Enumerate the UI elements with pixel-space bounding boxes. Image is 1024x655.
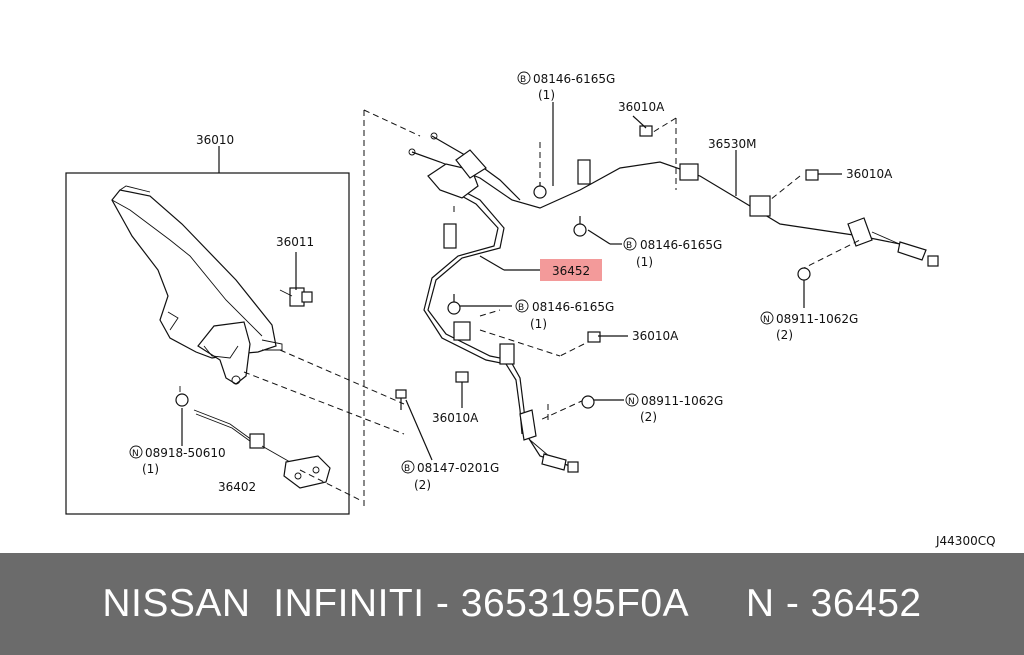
nut-marker: N xyxy=(628,397,635,407)
bolt-marker: B xyxy=(518,303,524,313)
label-08911-low: 08911-1062G xyxy=(641,394,723,408)
qty-08147: (2) xyxy=(414,478,431,492)
part-number[interactable]: 3653195F0A xyxy=(460,582,690,625)
label-36010a-low: 36010A xyxy=(432,411,479,425)
nut-marker: N xyxy=(763,315,770,325)
qty-08911-right: (2) xyxy=(776,328,793,342)
qty-08146-low: (1) xyxy=(530,317,547,331)
part-info-banner: NISSAN INFINITI - 3653195F0A N - 36452 xyxy=(0,553,1024,655)
diagram-reference: N - 36452 xyxy=(745,582,922,625)
label-36402: 36402 xyxy=(218,480,256,494)
label-08146-top: 08146-6165G xyxy=(533,72,615,86)
bolt-08147 xyxy=(395,389,433,461)
label-36011: 36011 xyxy=(276,235,314,249)
bolt-marker: B xyxy=(404,464,410,474)
brake-switch-36011 xyxy=(279,252,313,307)
spacer xyxy=(689,582,746,626)
qty-08146-mid: (1) xyxy=(636,255,653,269)
label-36530m: 36530M xyxy=(708,137,757,151)
label-36010: 36010 xyxy=(196,133,234,147)
diagram-ref-code: J44300CQ xyxy=(935,534,996,548)
label-08147: 08147-0201G xyxy=(417,461,499,475)
rear-cable-assembly xyxy=(408,132,939,473)
front-cable-36402 xyxy=(175,386,331,489)
label-36010a-mid: 36010A xyxy=(632,329,679,343)
fasteners xyxy=(447,125,819,409)
highlight-36452 xyxy=(540,259,602,281)
separator: - xyxy=(424,582,461,625)
nut-marker: N xyxy=(132,449,139,459)
bolt-marker: B xyxy=(520,75,526,85)
label-08911-right: 08911-1062G xyxy=(776,312,858,326)
bolt-marker: B xyxy=(626,241,632,251)
qty-08146-top: (1) xyxy=(538,88,555,102)
parking-brake-lever xyxy=(111,185,283,385)
label-08146-low: 08146-6165G xyxy=(532,300,614,314)
label-36010a-right: 36010A xyxy=(846,167,893,181)
brand-text: NISSAN INFINITI xyxy=(102,582,425,625)
lever-assembly-frame xyxy=(65,172,350,515)
label-08918: 08918-50610 xyxy=(145,446,226,460)
qty-08911-low: (2) xyxy=(640,410,657,424)
label-08146-mid: 08146-6165G xyxy=(640,238,722,252)
parking-brake-cable-diagram: 36010 36011 B 08146-6165G (1) 36010A 365… xyxy=(65,71,996,548)
qty-08918: (1) xyxy=(142,462,159,476)
label-36010a-top: 36010A xyxy=(618,100,665,114)
label-36452[interactable]: 36452 xyxy=(552,264,590,278)
